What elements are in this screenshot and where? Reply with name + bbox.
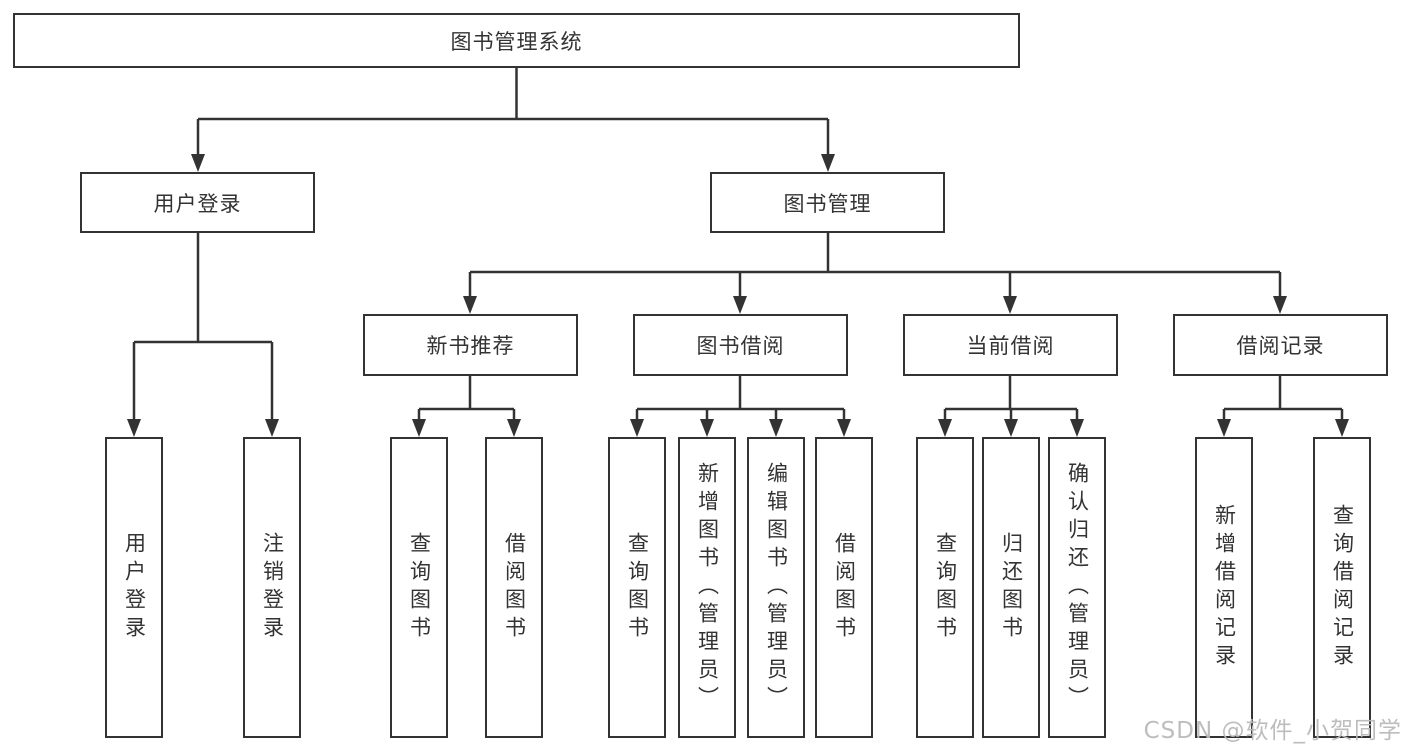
leaf-label: 查询图书: [933, 531, 958, 644]
node-new-book-recommend: 新书推荐: [363, 314, 578, 376]
leaf-add-borrow-record: 新增借阅记录: [1195, 437, 1253, 738]
leaf-label: 编辑图书（管理员）: [764, 461, 789, 714]
leaf-logout: 注销登录: [243, 437, 301, 738]
leaf-label: 归还图书: [999, 531, 1024, 644]
csdn-watermark: CSDN @软件_小贺同学: [1143, 718, 1402, 744]
leaf-label: 确认归还（管理员）: [1065, 461, 1090, 714]
leaf-return-book: 归还图书: [982, 437, 1040, 738]
node-user-login: 用户登录: [80, 172, 315, 233]
leaf-label: 借阅图书: [832, 531, 857, 644]
leaf-label: 用户登录: [122, 531, 147, 644]
node-library-management-system: 图书管理系统: [13, 13, 1020, 68]
leaf-borrow-book-borrow: 借阅图书: [815, 437, 873, 738]
leaf-user-login: 用户登录: [105, 437, 163, 738]
leaf-label: 查询图书: [407, 531, 432, 644]
node-label: 图书管理系统: [450, 29, 583, 54]
leaf-label: 查询借阅记录: [1330, 503, 1355, 672]
node-label: 用户登录: [153, 191, 242, 216]
leaf-search-book-newbook: 查询图书: [390, 437, 448, 738]
leaf-confirm-return-admin: 确认归还（管理员）: [1048, 437, 1106, 738]
leaf-label: 新增借阅记录: [1212, 503, 1237, 672]
node-book-management: 图书管理: [710, 172, 945, 233]
node-borrow-records: 借阅记录: [1173, 314, 1388, 376]
node-label: 新书推荐: [426, 334, 515, 358]
node-book-borrow: 图书借阅: [633, 314, 848, 376]
leaf-edit-book-admin: 编辑图书（管理员）: [747, 437, 805, 738]
leaf-label: 借阅图书: [502, 531, 527, 644]
leaf-search-borrow-record: 查询借阅记录: [1313, 437, 1371, 738]
leaf-label: 注销登录: [260, 531, 285, 644]
node-label: 借阅记录: [1236, 334, 1325, 358]
leaf-label: 新增图书（管理员）: [695, 461, 720, 714]
node-current-borrow: 当前借阅: [903, 314, 1118, 376]
node-label: 图书管理: [783, 191, 872, 216]
node-label: 图书借阅: [696, 334, 785, 358]
leaf-label: 查询图书: [625, 531, 650, 644]
leaf-search-book-current: 查询图书: [916, 437, 974, 738]
leaf-add-book-admin: 新增图书（管理员）: [678, 437, 736, 738]
node-label: 当前借阅: [966, 334, 1055, 358]
leaf-borrow-book-newbook: 借阅图书: [485, 437, 543, 738]
leaf-search-book-borrow: 查询图书: [608, 437, 666, 738]
